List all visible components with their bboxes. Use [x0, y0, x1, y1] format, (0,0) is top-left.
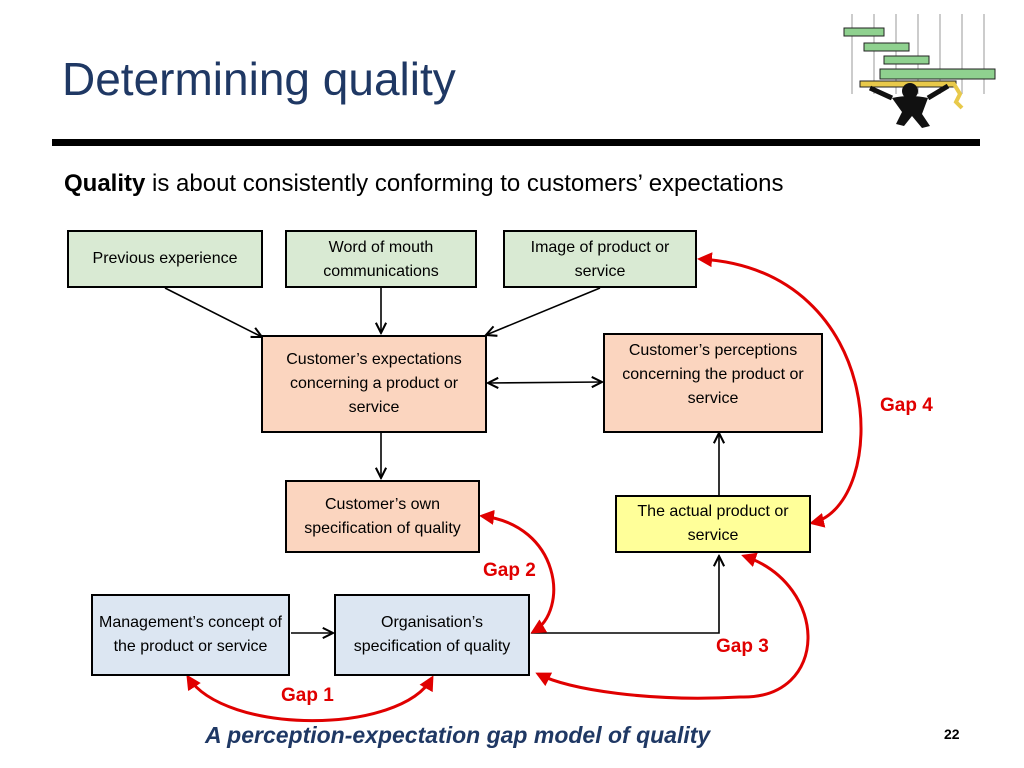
- image-of-product-box: Image of product or service: [503, 230, 697, 288]
- actual-product-box: The actual product or service: [615, 495, 811, 553]
- customer-expectations-box: Customer’s expectations concerning a pro…: [261, 335, 487, 433]
- organisation-specification-box: Organisation’s specification of quality: [334, 594, 530, 676]
- subtitle: Quality is about consistently conforming…: [64, 170, 783, 198]
- subtitle-rest: is about consistently conforming to cust…: [145, 170, 784, 197]
- page-number: 22: [944, 726, 960, 742]
- gap-4-label: Gap 4: [880, 395, 933, 416]
- gap-3-label: Gap 3: [716, 636, 769, 657]
- gap-1-label: Gap 1: [281, 685, 334, 706]
- subtitle-bold: Quality: [64, 170, 146, 197]
- person-carrying-schedule-bars-icon: [843, 14, 996, 128]
- customer-perceptions-box: Customer’s perceptions concerning the pr…: [603, 333, 823, 433]
- gap-2-label: Gap 2: [483, 560, 536, 581]
- customer-own-specification-box: Customer’s own specification of quality: [285, 480, 480, 553]
- title-divider: [52, 139, 980, 146]
- slide-title: Determining quality: [62, 53, 456, 105]
- management-concept-box: Management’s concept of the product or s…: [91, 594, 290, 676]
- diagram-caption: A perception-expectation gap model of qu…: [205, 722, 711, 748]
- word-of-mouth-box: Word of mouth communications: [285, 230, 477, 288]
- previous-experience-box: Previous experience: [67, 230, 263, 288]
